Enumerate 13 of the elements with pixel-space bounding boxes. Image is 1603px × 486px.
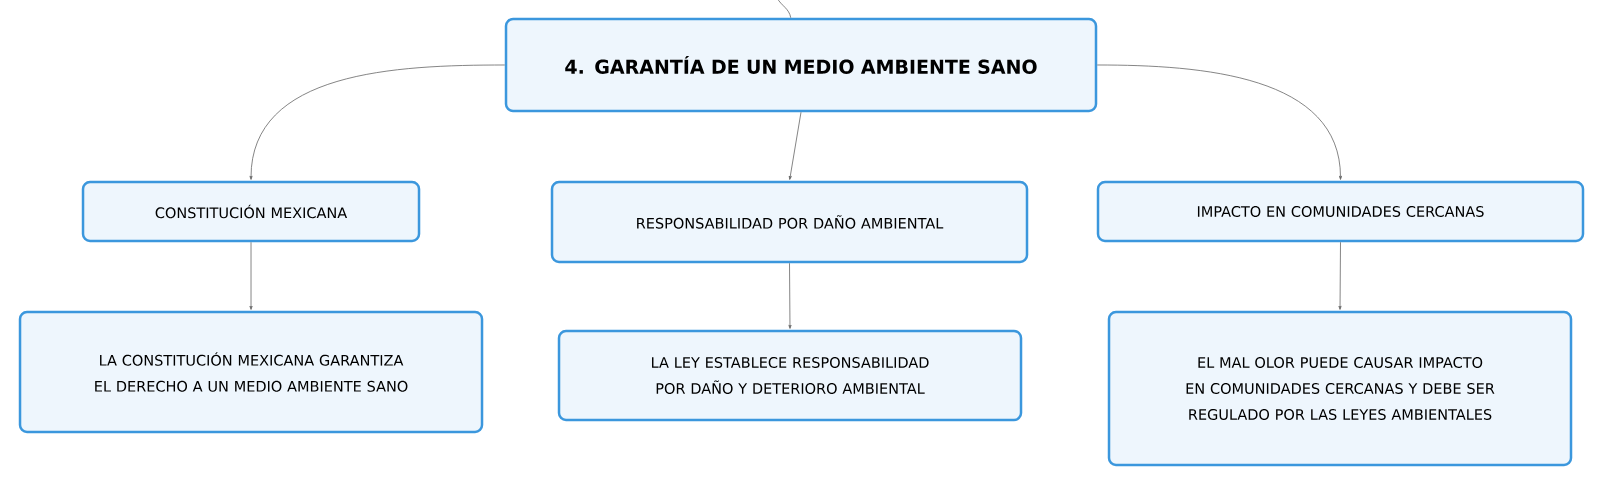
arrow xyxy=(1338,241,1342,310)
description-box: LA CONSTITUCIÓN MEXICANA GARANTIZA EL DERECHO A UN MEDIO AMBIENTE SANO xyxy=(18,310,484,434)
title-box: 4. GARANTÍA DE UN MEDIO AMBIENTE SANO xyxy=(504,17,1098,113)
topic-box: CONSTITUCIÓN MEXICANA xyxy=(81,180,421,243)
arrow xyxy=(249,241,253,310)
arrow xyxy=(249,64,506,180)
arrow xyxy=(788,111,802,180)
description-box: LA LEY ESTABLECE RESPONSABILIDAD POR DAÑO Y DETERIORO AMBIENTAL xyxy=(557,329,1023,422)
topic-box: IMPACTO EN COMUNIDADES CERCANAS xyxy=(1096,180,1585,243)
description-box: EL MAL OLOR PUEDE CAUSAR IMPACTO EN COMUNIDADES CERCANAS Y DEBE SER REGULADO POR LAS LEYES AMBIENTALES xyxy=(1107,310,1573,467)
arrow xyxy=(788,262,792,329)
arrow xyxy=(1096,64,1343,180)
topic-box: RESPONSABILIDAD POR DAÑO AMBIENTAL xyxy=(550,180,1029,264)
